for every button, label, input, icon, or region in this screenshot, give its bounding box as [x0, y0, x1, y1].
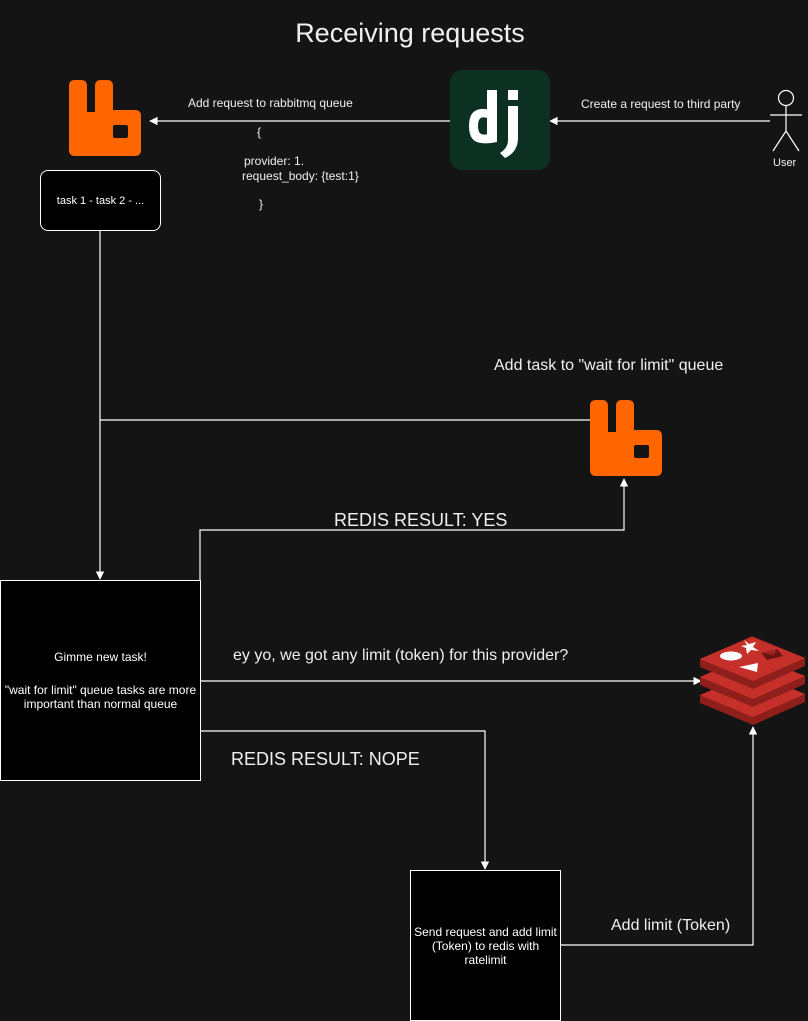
edge-label-redis-nope: REDIS RESULT: NOPE	[231, 749, 420, 769]
sender-label: Send request and add limit (Token) to re…	[414, 924, 557, 967]
payload-close: }	[259, 197, 264, 211]
sender-box: Send request and add limit (Token) to re…	[410, 870, 561, 1021]
edge-add-limit	[560, 726, 758, 946]
diagram-title: Receiving requests	[295, 18, 525, 48]
worker-box: Gimme new task! "wait for limit" queue t…	[0, 580, 201, 781]
payload-request-body: request_body: {test:1}	[242, 169, 359, 183]
edge-label-to-wait-queue: Add task to "wait for limit" queue	[494, 357, 724, 374]
edge-redis-yes	[199, 478, 629, 580]
edge-label-ask-redis: ey yo, we got any limit (token) for this…	[233, 647, 569, 664]
rabbitmq-wait-queue-icon	[590, 400, 662, 476]
worker-note: "wait for limit" queue tasks are more im…	[4, 683, 197, 711]
payload-provider: provider: 1.	[244, 154, 305, 168]
user-label: User	[773, 157, 797, 169]
edge-label-add-limit: Add limit (Token)	[611, 917, 731, 934]
redis-icon	[700, 636, 805, 725]
user-icon	[770, 89, 802, 152]
django-icon	[450, 70, 550, 170]
edge-label-django-to-rabbit: Add request to rabbitmq queue	[188, 96, 353, 110]
queue-label: task 1 - task 2 - ...	[56, 194, 145, 207]
edge-redis-nope	[200, 730, 490, 870]
rabbitmq-icon	[69, 80, 141, 156]
rabbitmq-queue-box: task 1 - task 2 - ...	[40, 170, 161, 231]
payload-open: {	[257, 125, 262, 139]
edge-label-redis-yes: REDIS RESULT: YES	[334, 510, 508, 530]
edge-label-user-to-django: Create a request to third party	[581, 97, 741, 111]
worker-title: Gimme new task!	[54, 650, 147, 664]
